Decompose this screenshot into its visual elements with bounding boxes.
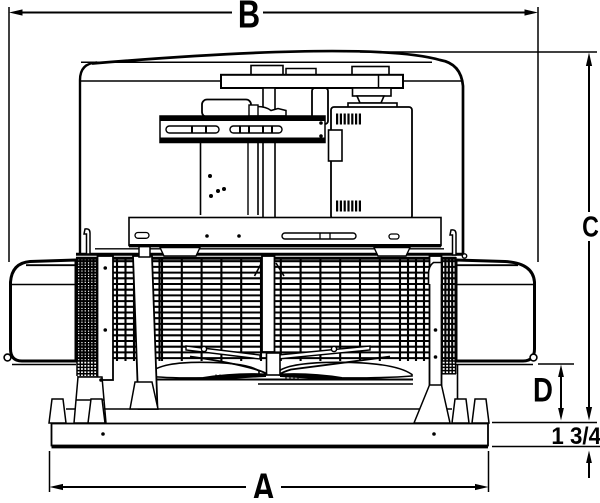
svg-text:B: B [238, 0, 260, 36]
svg-text:A: A [252, 465, 275, 498]
svg-text:D: D [533, 371, 553, 410]
svg-text:1 3/4: 1 3/4 [551, 422, 600, 449]
svg-text:C: C [582, 210, 599, 243]
